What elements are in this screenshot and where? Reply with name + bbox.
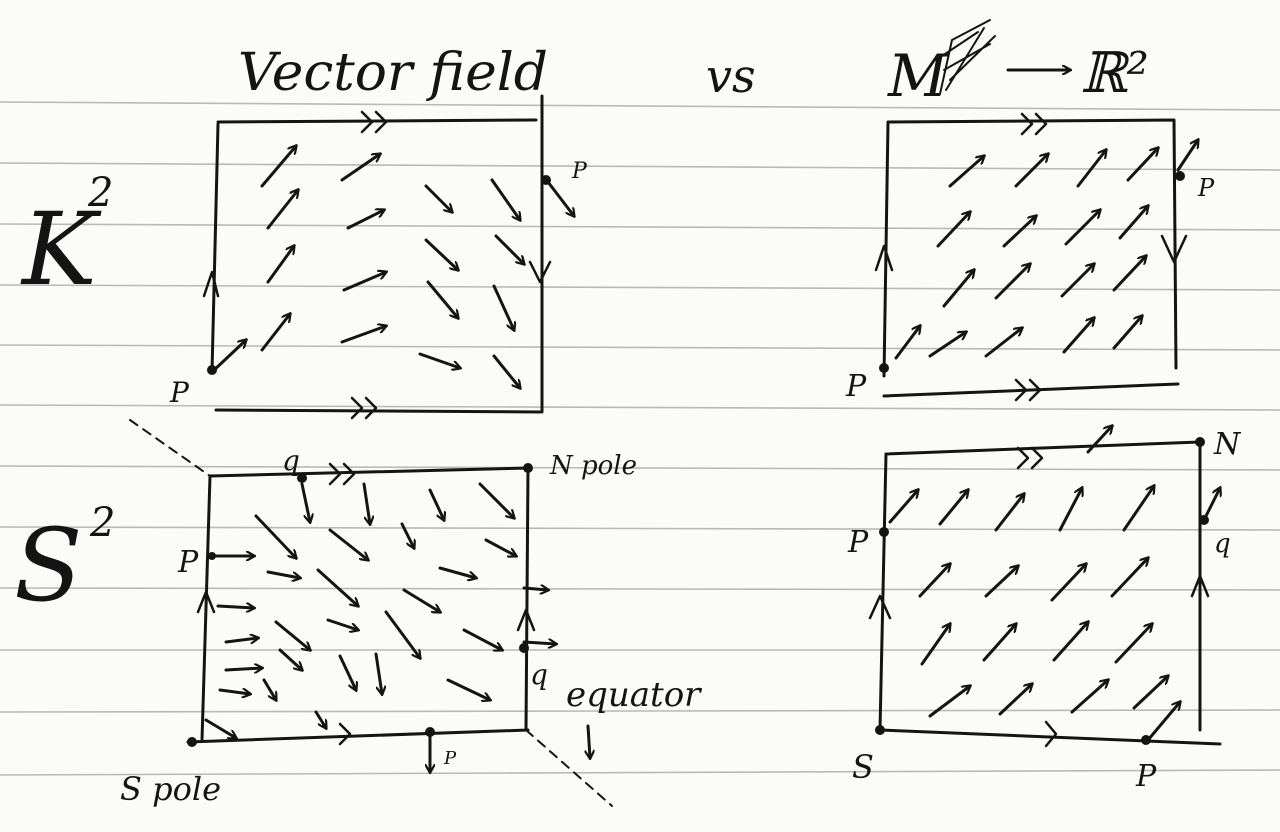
point-dot	[875, 725, 885, 735]
edge-arrow-single	[202, 270, 220, 298]
scribble-icon	[935, 19, 996, 95]
point-label-p: P	[845, 369, 867, 404]
point-label-p: P	[1197, 174, 1215, 202]
edge-arrow-double	[1014, 378, 1042, 402]
edge-arrow-single	[874, 244, 894, 272]
point-dot	[1141, 735, 1151, 745]
point-dot	[425, 727, 435, 737]
point-dot	[207, 365, 217, 375]
label-q-top: q	[282, 444, 300, 477]
edge-arrow-double	[1016, 446, 1044, 470]
label-p-bottom: P	[1135, 759, 1157, 794]
edge-arrow-single	[1160, 234, 1188, 264]
sphere-vector-field-panel: N pole S pole P P q q equator	[120, 419, 702, 808]
edge-arrow-single	[1190, 574, 1210, 598]
vector-arrows	[210, 146, 574, 388]
label-p-left: P	[847, 525, 869, 560]
header: Vector field vs M ℝ²	[238, 19, 1149, 110]
edge-arrow-single	[516, 608, 536, 632]
point-label-p: P	[571, 159, 588, 184]
rule-lines	[0, 101, 1280, 776]
sphere-label: S 2	[14, 500, 115, 624]
edge-arrow-single	[528, 260, 552, 284]
edge-arrow-single	[196, 590, 216, 614]
panel-border	[878, 440, 1222, 746]
header-map-m: M	[887, 42, 949, 110]
edge-arrow-double	[328, 462, 356, 486]
label-south: S	[852, 748, 874, 786]
point-dot	[541, 175, 551, 185]
point-label-p: P	[169, 376, 190, 409]
label-q-right: q	[530, 658, 548, 691]
header-vs: vs	[706, 49, 756, 103]
klein-label-k: K	[20, 191, 102, 308]
header-r2: ℝ²	[1080, 41, 1149, 106]
klein-map-panel: P P	[845, 112, 1215, 404]
point-dot	[523, 463, 533, 473]
label-south-pole: S pole	[120, 770, 221, 808]
edge-arrow-double	[360, 110, 388, 134]
point-dot	[519, 643, 529, 653]
sphere-map-panel: N S P P q	[847, 426, 1242, 794]
point-dot	[879, 527, 889, 537]
point-dot	[1175, 171, 1185, 181]
point-dot	[187, 737, 197, 747]
edge-arrow-single	[868, 594, 892, 620]
panel-border	[882, 118, 1180, 398]
vector-arrows	[204, 482, 590, 772]
label-north: N	[1213, 427, 1242, 462]
label-p-bottom: P	[443, 748, 457, 769]
sphere-label-exponent: 2	[89, 500, 115, 546]
edge-arrow-double	[1020, 112, 1048, 136]
diagonal-dashed	[129, 419, 613, 807]
sphere-label-s: S	[14, 507, 83, 624]
point-dot	[1199, 515, 1209, 525]
panel-border	[210, 94, 544, 414]
edge-arrow-double	[350, 396, 378, 420]
vector-arrows	[888, 426, 1220, 742]
point-dot	[1195, 437, 1205, 447]
edge-arrow-single	[338, 722, 352, 746]
point-dot	[879, 363, 889, 373]
edge-arrow-single	[1044, 720, 1058, 748]
label-q-right: q	[1214, 529, 1231, 559]
label-p-left: P	[177, 545, 199, 580]
header-vector-field: Vector field	[238, 43, 548, 103]
klein-label: K 2	[20, 170, 113, 308]
klein-vector-field-panel: P P	[169, 94, 588, 420]
label-north-pole: N pole	[549, 451, 637, 481]
point-dot	[297, 473, 307, 483]
vector-arrows	[894, 140, 1198, 360]
point-dot	[208, 552, 216, 560]
klein-label-exponent: 2	[87, 170, 113, 216]
label-equator: equator	[566, 675, 702, 715]
